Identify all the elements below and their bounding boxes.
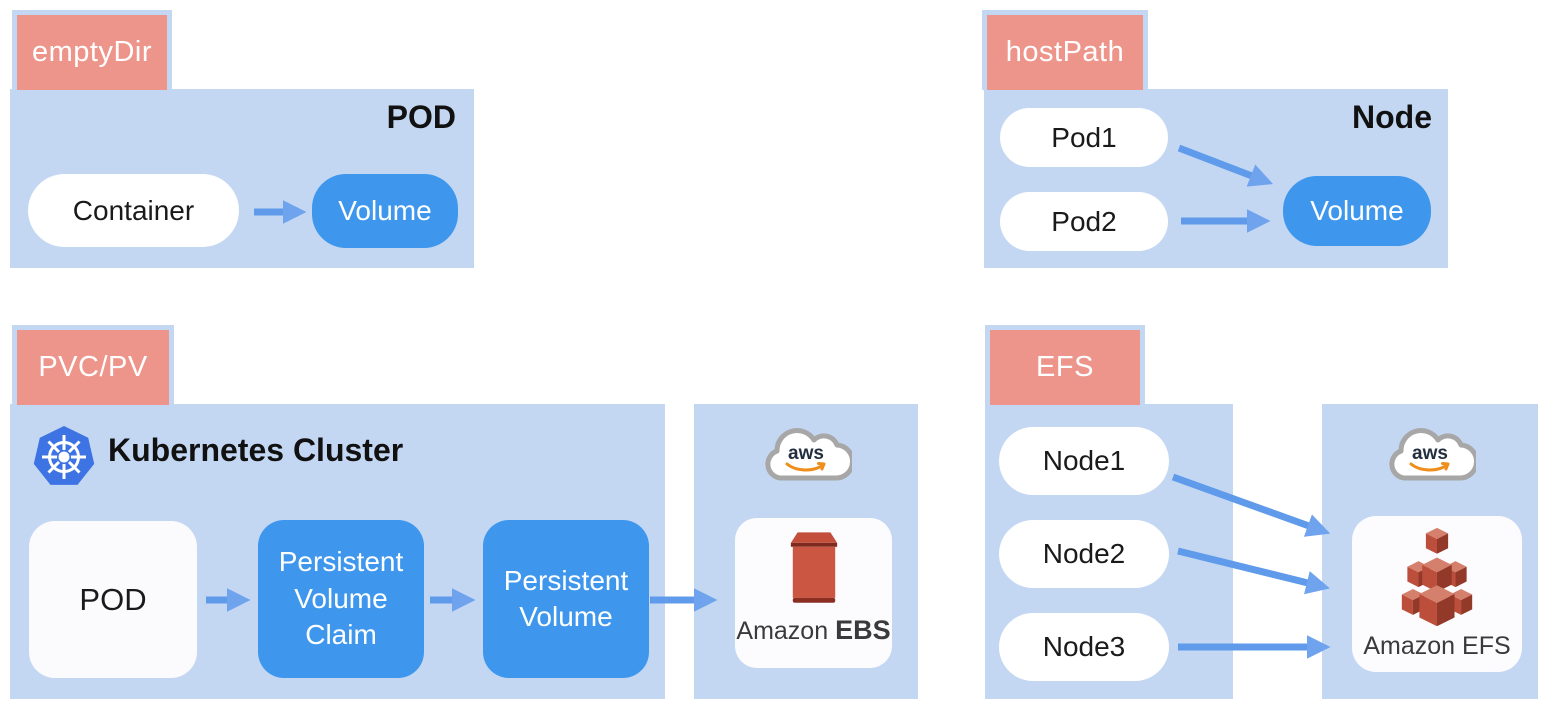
tab-emptydir: emptyDir xyxy=(12,10,172,90)
tab-pvcpv-label: PVC/PV xyxy=(38,351,148,383)
amazon-efs-label: Amazon EFS xyxy=(1363,632,1511,660)
tab-pvcpv: PVC/PV xyxy=(12,325,174,405)
node-title: Node xyxy=(1352,99,1432,135)
panel-emptydir-pod: POD Container Volume xyxy=(10,89,474,268)
pod-title: POD xyxy=(386,99,456,135)
cluster-title: Kubernetes Cluster xyxy=(108,432,404,468)
container-label: Container xyxy=(72,194,195,226)
amazon-ebs-card: Amazon EBS xyxy=(735,518,892,668)
node3-pill: Node3 xyxy=(999,613,1169,681)
pv-label: Persistent Volume xyxy=(503,564,629,632)
amazon-efs-icon xyxy=(1401,527,1473,626)
panel-hostpath-node: Node Pod1 Pod2 Volume xyxy=(984,89,1448,268)
node1-label: Node1 xyxy=(1042,445,1126,476)
amazon-ebs-product: EBS xyxy=(835,615,891,645)
panel-efs-nodes: Node1 Node2 Node3 xyxy=(985,404,1233,699)
pod-box: POD xyxy=(29,521,197,678)
kubernetes-icon xyxy=(33,426,95,485)
amazon-ebs-icon xyxy=(790,532,837,603)
panel-amazon-efs: aws Amazon EFS xyxy=(1322,404,1538,699)
aws-wordmark: aws xyxy=(788,443,824,464)
amazon-ebs-brand: Amazon xyxy=(736,617,829,645)
tab-hostpath-label: hostPath xyxy=(1005,36,1125,68)
panel-kubernetes-cluster: Kubernetes Cluster POD Persistent Volume… xyxy=(10,404,665,699)
node2-label: Node2 xyxy=(1042,538,1126,569)
pvc-label: Persistent Volume Claim xyxy=(278,546,404,651)
tab-emptydir-label: emptyDir xyxy=(31,36,152,68)
node3-label: Node3 xyxy=(1042,631,1126,662)
volume-box-hostpath: Volume xyxy=(1283,176,1431,246)
aws-cloud-icon: aws xyxy=(765,428,852,481)
amazon-efs-card: Amazon EFS xyxy=(1352,516,1522,672)
tab-efs: EFS xyxy=(985,325,1145,405)
volume-label-hostpath: Volume xyxy=(1310,194,1404,226)
panel-amazon-ebs: aws Amazon EBS xyxy=(694,404,918,699)
persistent-volume-box: Persistent Volume xyxy=(483,520,649,678)
pod2-pill: Pod2 xyxy=(1000,192,1168,251)
node1-pill: Node1 xyxy=(999,427,1169,495)
volume-label-emptydir: Volume xyxy=(338,194,432,226)
pod1-label: Pod1 xyxy=(1051,121,1117,153)
pod-box-label: POD xyxy=(79,581,147,617)
pod2-label: Pod2 xyxy=(1051,205,1117,237)
persistent-volume-claim-box: Persistent Volume Claim xyxy=(258,520,424,678)
aws-cloud-icon: aws xyxy=(1389,428,1476,481)
tab-hostpath: hostPath xyxy=(982,10,1148,90)
aws-wordmark: aws xyxy=(1412,443,1448,464)
volume-box-emptydir: Volume xyxy=(312,174,458,248)
tab-efs-label: EFS xyxy=(1036,351,1094,383)
amazon-ebs-label: Amazon EBS xyxy=(736,615,890,646)
pod1-pill: Pod1 xyxy=(1000,108,1168,167)
container-pill: Container xyxy=(28,174,239,247)
node2-pill: Node2 xyxy=(999,520,1169,588)
